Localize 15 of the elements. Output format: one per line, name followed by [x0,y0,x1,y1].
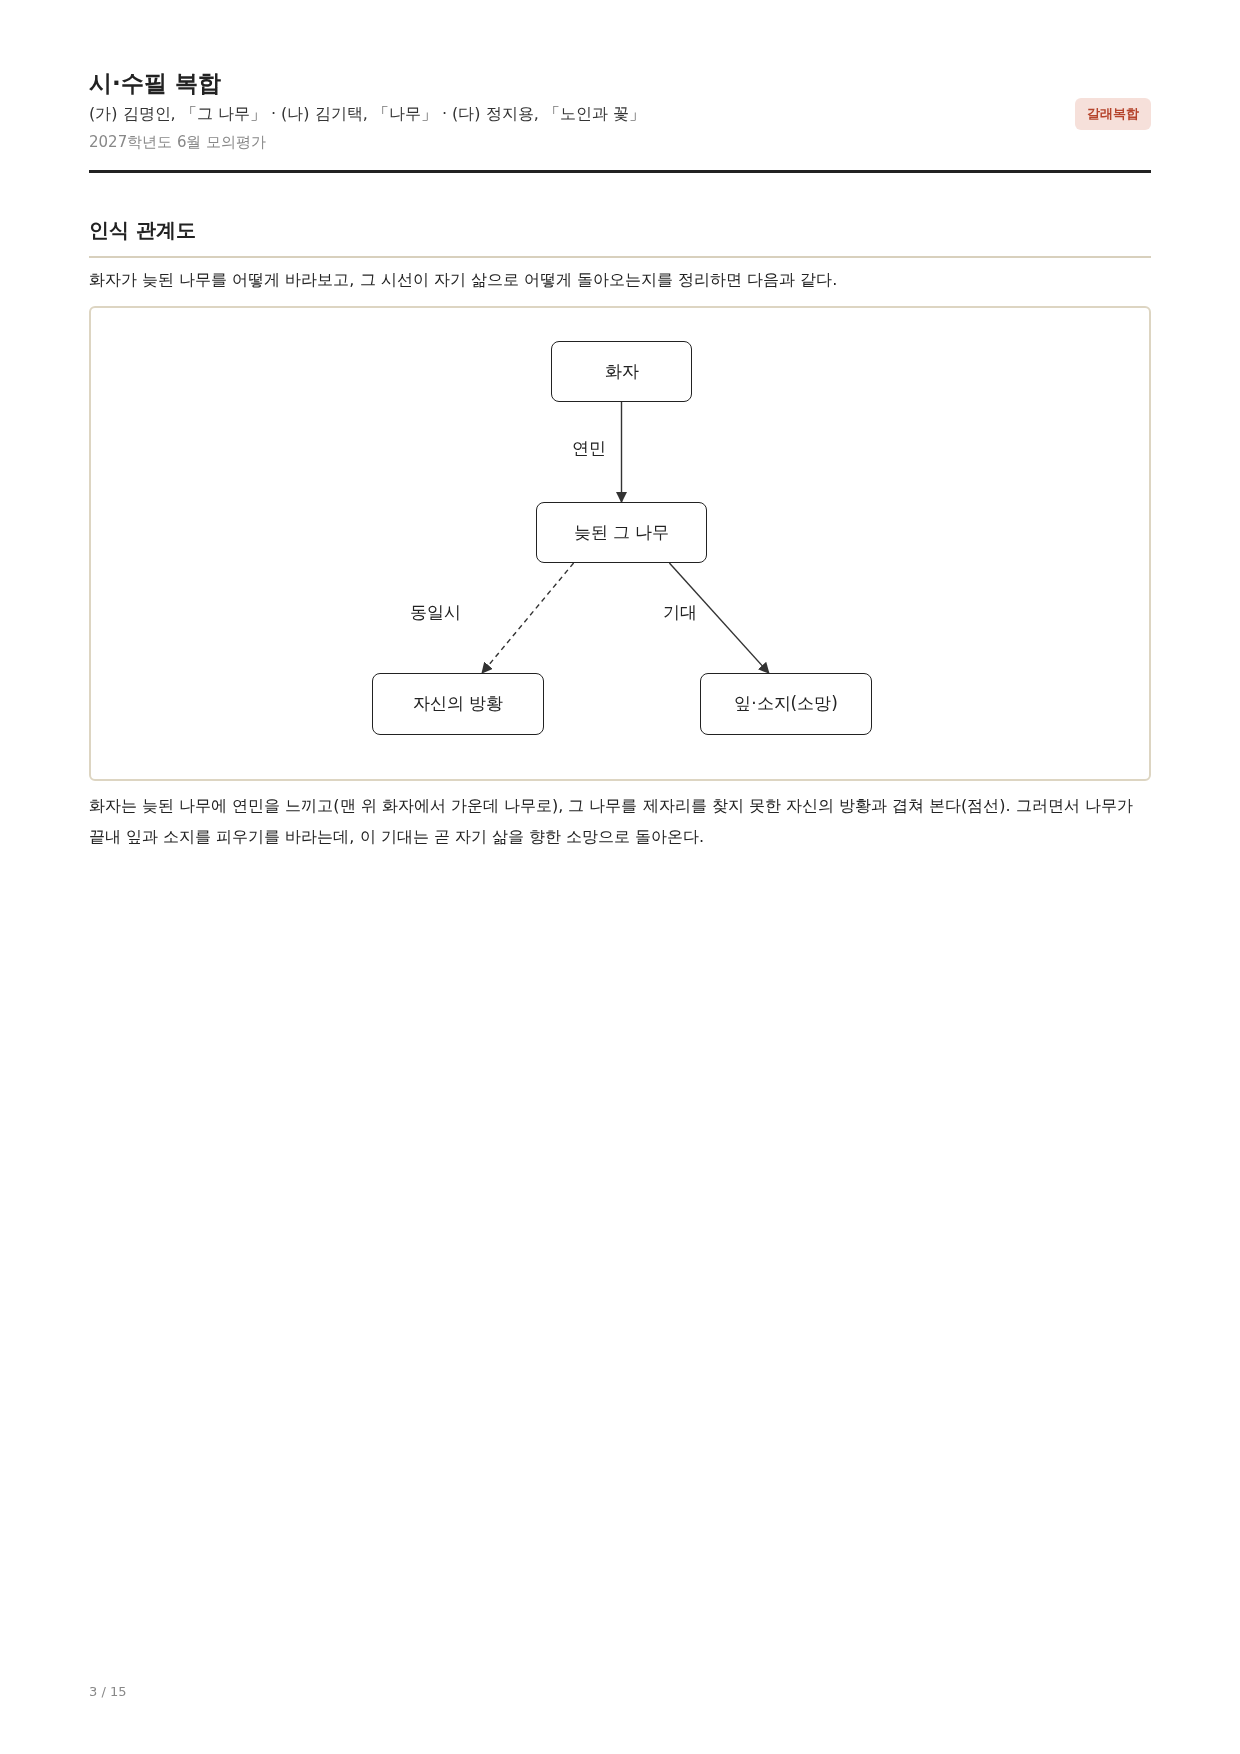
page-title: 시·수필 복합 [89,69,221,98]
explanation-paragraph: 화자는 늦된 나무에 연민을 느끼고(맨 위 화자에서 가운데 나무로), 그 나무를 제자리를 찾지 못한 자신의 방황과 겹쳐 본다(점선). 그러면서 나무가 끝내 잎과 소지를 피우기를 바라는데, 이 기대는 곧 자기 삶을 향한 소망으로 돌아온다. [89,795,1134,848]
arrow [481,562,575,674]
genre-badge: 갈래복합 [1075,98,1151,130]
concept-box: 잎·소지(소망) [700,673,872,735]
concept-box: 자신의 방황 [372,673,544,735]
arrow [615,401,628,504]
concept-box: 화자 [551,341,692,402]
subtitle: (가) 김명인, 「그 나무」 · (나) 김기택, 「나무」 · (다) 정지용, 「노인과 꽃」 [89,103,645,125]
intro-paragraph: 화자가 늦된 나무를 어떻게 바라보고, 그 시선이 자기 삶으로 어떻게 돌아오는지를 정리하면 다음과 같다. [89,269,838,291]
page-number: 3 / 15 [89,1683,127,1701]
concept-box: 늦된 그 나무 [536,502,707,563]
arrow [668,562,770,674]
exam-date: 2027학년도 6월 모의평가 [89,132,267,153]
section-heading: 인식 관계도 [89,217,196,244]
